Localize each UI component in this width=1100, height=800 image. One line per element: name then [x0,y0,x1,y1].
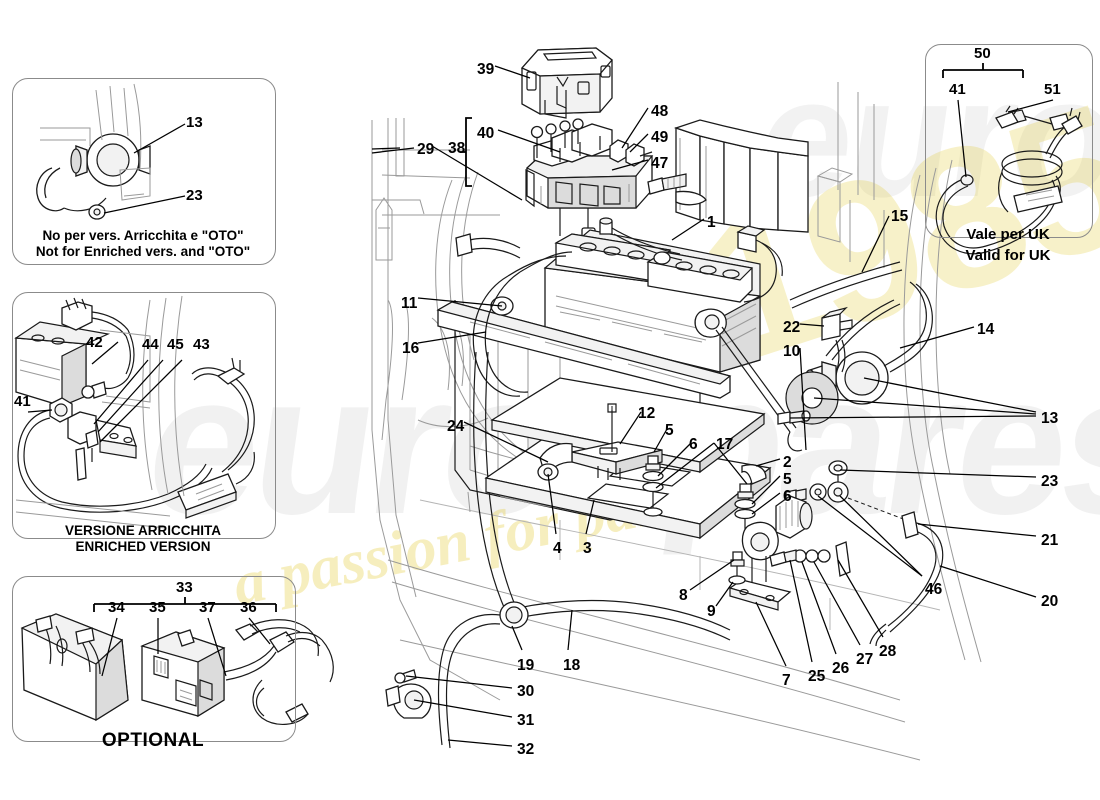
callout-22: 22 [783,319,801,336]
inset-uk-caption-en: Valid for UK [965,247,1051,264]
inset-enriched-panel [12,292,276,539]
inset-enriched-caption-en: ENRICHED VERSION [75,539,211,554]
callout-inset3-33: 33 [176,579,193,596]
inset-not-enriched-caption-it: No per vers. Arricchita e "OTO" [42,228,244,243]
callout-inset2-41: 41 [14,393,31,410]
bolt-top-right [647,173,707,206]
inset-uk-caption-it: Vale per UK [966,226,1050,243]
callout-17: 17 [716,436,734,453]
battery-hold-rail [436,233,732,613]
bracket-38 [460,117,472,187]
inset4-artwork [935,63,1083,255]
callout-7: 7 [782,672,791,689]
lower-right-hardware [728,460,944,647]
callout-16: 16 [402,340,420,357]
inset-not-enriched-caption-en: Not for Enriched vers. and "OTO" [35,244,251,259]
callout-inset2-42: 42 [86,334,103,351]
callout-inset3-37: 37 [199,599,216,616]
inset-uk-panel [925,44,1093,238]
callout-inset2-44: 44 [142,336,159,353]
callout-28: 28 [879,643,897,660]
callout-9: 9 [707,603,716,620]
callout-29: 29 [417,141,435,158]
callout-8: 8 [679,587,688,604]
fastener-set-center [642,455,664,517]
leader-lines-main [371,65,1037,747]
inset-enriched-caption-it: VERSIONE ARRICCHITA [64,523,221,538]
callout-5: 5 [783,471,792,488]
callout-2: 2 [783,454,792,471]
lower-hose-assembly [385,599,731,749]
callout-25: 25 [808,668,826,685]
inset3-artwork [20,597,334,725]
callout-6: 6 [689,436,698,453]
callout-24: 24 [447,418,465,435]
battery-1 [543,217,803,452]
callout-39: 39 [477,61,495,78]
battery-tray [484,377,772,540]
callout-10: 10 [783,343,801,360]
callout-14: 14 [977,321,995,338]
callout-inset4-50: 50 [974,45,991,62]
callout-11: 11 [401,295,418,312]
callout-inset3-34: 34 [108,599,125,616]
vehicle-body-outline [371,82,982,761]
callout-46: 46 [925,581,943,598]
callout-inset4-51: 51 [1044,81,1061,98]
callout-inset3-35: 35 [149,599,166,616]
callout-12: 12 [638,405,656,422]
fuse-relay-block [525,118,654,240]
starter-assembly [777,261,933,425]
callout-32: 32 [517,741,535,758]
callout-47: 47 [651,155,669,172]
callout-19: 19 [517,657,535,674]
callout-inset4-41: 41 [949,81,966,98]
callout-inset2-45: 45 [167,336,184,353]
fastener-set-right [734,483,756,534]
callout-48: 48 [651,103,669,120]
callout-21: 21 [1041,532,1059,549]
callout-23: 23 [1041,473,1059,490]
callout-inset1-23: 23 [186,187,203,204]
callout-inset1-13: 13 [186,114,203,131]
callout-40: 40 [477,125,495,142]
inset-optional-caption: OPTIONAL [101,730,205,751]
inset2-artwork [14,295,255,529]
right-panel-boxes [673,119,885,268]
callout-38: 38 [448,140,466,157]
callout-49: 49 [651,129,669,146]
callout-27: 27 [856,651,874,668]
callout-3: 3 [583,540,592,557]
callout-4: 4 [553,540,562,557]
callout-inset3-36: 36 [240,599,257,616]
callout-6: 6 [783,488,792,505]
inset-optional-panel [12,576,296,742]
callout-5: 5 [665,422,674,439]
callout-13: 13 [1041,410,1059,427]
callout-30: 30 [517,683,535,700]
ecu-cover-39 [520,47,613,119]
inset-not-enriched-panel [12,78,276,265]
callout-15: 15 [891,208,909,225]
callout-26: 26 [832,660,850,677]
callout-18: 18 [563,657,581,674]
callout-inset2-43: 43 [193,336,210,353]
inset1-artwork [36,83,186,220]
callout-1: 1 [707,214,716,231]
callout-31: 31 [517,712,535,729]
callout-20: 20 [1041,593,1059,610]
